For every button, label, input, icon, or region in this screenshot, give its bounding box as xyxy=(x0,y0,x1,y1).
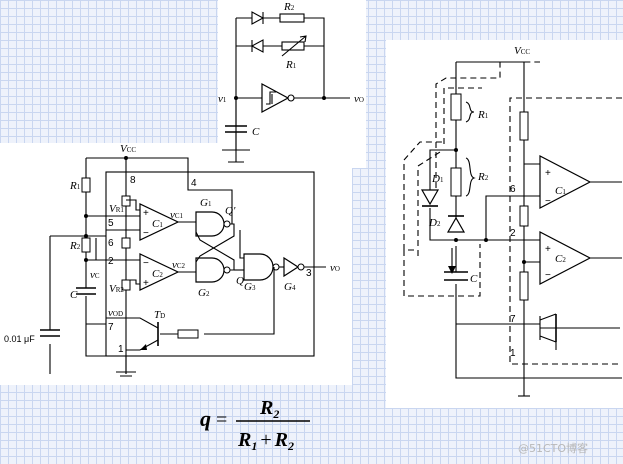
label-vc: vC xyxy=(90,269,100,281)
label-right-r2: R2 xyxy=(477,171,489,183)
svg-text:−: − xyxy=(143,258,149,269)
label-right-c1: C1 xyxy=(555,185,566,197)
pin-8: 8 xyxy=(130,175,136,186)
label-d1: D1 xyxy=(431,173,444,185)
formula-q: q xyxy=(200,406,211,431)
resistor-r2 xyxy=(279,13,305,23)
label-cap-value: 0.01 μF xyxy=(4,334,35,344)
oscillator-circuit xyxy=(222,11,350,163)
label-right-c2: C2 xyxy=(555,253,566,265)
label-g2: G2 xyxy=(198,287,210,299)
nand-gate-g1 xyxy=(195,211,225,237)
label-c1: C1 xyxy=(152,218,163,230)
pin-6: 6 xyxy=(108,238,114,249)
nand-gate-g2 xyxy=(195,257,225,283)
label-right-c: C xyxy=(470,273,478,285)
label-q-prime: Q' xyxy=(225,205,236,217)
label-vr1: VR1 xyxy=(109,203,124,215)
formula-denominator: R1+R2 xyxy=(237,429,294,453)
pin-7-right: 7 xyxy=(510,314,516,325)
svg-text:−: − xyxy=(545,196,551,207)
internal-resistor xyxy=(519,205,529,227)
label-v1: v1 xyxy=(218,93,227,105)
label-ext-r2: R2 xyxy=(69,240,81,252)
label-timer-vo: vO xyxy=(330,262,340,274)
right-circuit: + − + − xyxy=(403,61,622,397)
formula-equals: = xyxy=(216,409,227,431)
schmitt-inverter xyxy=(261,82,290,114)
inverter-g4 xyxy=(283,256,300,278)
comparator-c1 xyxy=(139,203,180,241)
svg-text:+: + xyxy=(545,244,551,255)
label-vo: vO xyxy=(354,93,364,105)
resistor-r2 xyxy=(450,167,462,197)
watermark: @51CTO博客 xyxy=(518,441,588,455)
pin-1-right: 1 xyxy=(510,348,516,359)
comparator-c2 xyxy=(139,253,180,291)
label-r2: R2 xyxy=(283,1,295,13)
resistor-ext-r1 xyxy=(81,177,91,193)
pin-5: 5 xyxy=(108,218,114,229)
nand-gate-g3 xyxy=(243,253,274,281)
comparator-c1 xyxy=(539,155,592,209)
label-d2: D2 xyxy=(428,217,441,229)
label-c: C xyxy=(252,126,260,138)
svg-text:−: − xyxy=(143,228,149,239)
label-ext-r1: R1 xyxy=(69,180,81,192)
svg-text:+: + xyxy=(143,208,149,219)
label-vcc: VCC xyxy=(120,143,136,155)
right-panel xyxy=(386,40,623,408)
oscillator-panel xyxy=(218,0,366,168)
label-c2: C2 xyxy=(152,268,163,280)
pin-2: 2 xyxy=(108,256,114,267)
internal-resistor xyxy=(519,111,529,141)
svg-text:+: + xyxy=(545,168,551,179)
label-r1: R1 xyxy=(285,59,297,71)
timer-circuit: + − − + xyxy=(40,156,326,377)
pin-6-right: 6 xyxy=(510,184,516,195)
resistor-ext-r2 xyxy=(81,237,91,253)
pin-1: 1 xyxy=(118,344,124,355)
diode-d1 xyxy=(420,189,440,206)
diode-d2 xyxy=(446,216,466,233)
resistor-r1 xyxy=(450,93,462,121)
label-vod: vOD xyxy=(108,307,123,319)
label-g3: G3 xyxy=(244,281,256,293)
svg-text:+: + xyxy=(143,278,149,289)
label-right-r1: R1 xyxy=(477,109,489,121)
formula-numerator: R2 xyxy=(259,397,279,421)
diode-symbol xyxy=(251,11,265,25)
svg-text:−: − xyxy=(545,270,551,281)
ic-outline xyxy=(105,171,315,357)
pin-7: 7 xyxy=(108,322,114,333)
label-g1: G1 xyxy=(200,197,212,209)
pin-4: 4 xyxy=(191,178,197,189)
label-right-vcc: VCC xyxy=(514,45,530,57)
label-vr2: VR2 xyxy=(109,283,124,295)
label-td: TD xyxy=(154,309,165,321)
label-q: Q xyxy=(236,275,244,287)
label-vc1: vC1 xyxy=(170,209,184,221)
label-ext-c: C xyxy=(70,289,78,301)
comparator-c2 xyxy=(539,231,592,285)
label-vc2: vC2 xyxy=(172,259,186,271)
formula: q = R2 R1+R2 xyxy=(200,397,310,453)
diode-symbol xyxy=(250,39,264,53)
label-g4: G4 xyxy=(284,281,296,293)
resistor-base xyxy=(177,329,199,339)
internal-resistor xyxy=(519,271,529,301)
resistor-r1 xyxy=(281,41,305,51)
pin-2-right: 2 xyxy=(510,228,516,239)
pin-3: 3 xyxy=(306,268,312,279)
